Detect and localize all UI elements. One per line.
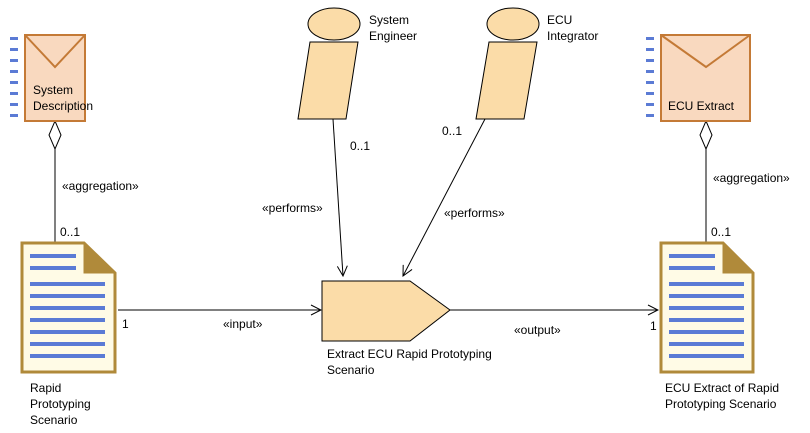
ecu-extract-of-rps-label: ECU Extract of Rapid [665, 381, 779, 395]
role-head-icon [486, 7, 540, 41]
input-stereotype: «input» [223, 317, 263, 331]
task-label: Extract ECU Rapid Prototyping [327, 347, 492, 361]
performs-multiplicity-left: 0..1 [350, 139, 370, 153]
rapid-prototyping-scenario-node[interactable]: Rapid Prototyping Scenario [20, 241, 117, 427]
right-dash-marks [646, 37, 654, 117]
system-engineer-role[interactable]: System Engineer [297, 7, 417, 120]
output-stereotype: «output» [514, 323, 561, 337]
ecu-extract-node[interactable]: ECU Extract [646, 34, 751, 122]
aggregation-edge-right[interactable]: «aggregation» 0..1 [699, 119, 790, 243]
ecu-extract-of-rps-label-2: Prototyping Scenario [665, 397, 777, 411]
system-description-label: System [33, 83, 73, 97]
role-body-icon [297, 41, 359, 120]
rapid-prototyping-scenario-label-3: Scenario [30, 413, 78, 427]
task-label-2: Scenario [327, 363, 375, 377]
aggregation-diamond-left [48, 119, 62, 151]
role-head-icon [307, 7, 361, 41]
aggregation-multiplicity-right: 0..1 [711, 225, 731, 239]
performs-stereotype-left: «performs» [262, 201, 323, 215]
document-lines [30, 254, 105, 358]
output-multiplicity: 1 [650, 319, 657, 333]
performs-edge-left[interactable]: 0..1 «performs» [262, 118, 370, 276]
aggregation-diamond-right [699, 119, 713, 151]
role-body-icon [475, 41, 538, 120]
system-description-node[interactable]: System Description [10, 34, 93, 122]
envelope-icon [660, 34, 751, 122]
ecu-integrator-label-2: Integrator [547, 29, 598, 43]
performs-stereotype-right: «performs» [444, 206, 505, 220]
aggregation-edge-left[interactable]: «aggregation» 0..1 [48, 119, 139, 243]
aggregation-stereotype-left: «aggregation» [62, 179, 139, 193]
aggregation-stereotype-right: «aggregation» [713, 171, 790, 185]
system-engineer-label-2: Engineer [369, 29, 417, 43]
left-dash-marks [10, 37, 18, 117]
aggregation-multiplicity-left: 0..1 [60, 225, 80, 239]
envelope-icon [24, 34, 86, 122]
performs-multiplicity-right: 0..1 [442, 124, 462, 138]
input-multiplicity: 1 [122, 317, 129, 331]
rapid-prototyping-scenario-label: Rapid [30, 381, 61, 395]
ecu-extract-label: ECU Extract [668, 99, 735, 113]
document-lines [669, 254, 744, 358]
task-node[interactable]: Extract ECU Rapid Prototyping Scenario [321, 280, 492, 377]
system-engineer-label: System [369, 13, 409, 27]
ecu-integrator-label: ECU [547, 13, 572, 27]
input-edge[interactable]: 1 «input» [118, 310, 321, 331]
rapid-prototyping-scenario-label-2: Prototyping [30, 397, 91, 411]
performs-edge-right[interactable]: 0..1 «performs» [403, 118, 505, 276]
system-description-label-2: Description [33, 99, 93, 113]
output-edge[interactable]: «output» 1 [450, 310, 658, 337]
ecu-extract-of-rps-node[interactable]: ECU Extract of Rapid Prototyping Scenari… [659, 241, 779, 411]
ecu-integrator-role[interactable]: ECU Integrator [475, 7, 598, 120]
task-shape [321, 280, 451, 342]
